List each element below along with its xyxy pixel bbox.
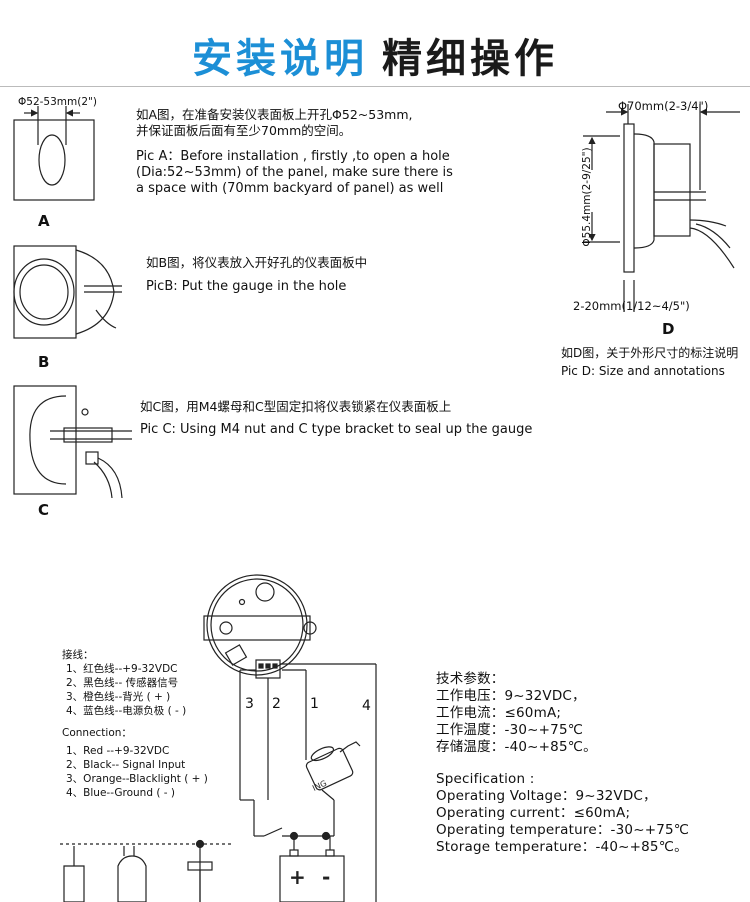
pic-a-cn-1: 如A图，在准备安装仪表面板上开孔Φ52~53mm, bbox=[136, 107, 413, 122]
pin-label-3: 3 bbox=[245, 696, 254, 712]
specs-cn-item-4: 存储温度：-40~+85℃。 bbox=[436, 739, 597, 755]
specs-en-item-3: Operating temperature：-30~+75℃ bbox=[436, 822, 690, 838]
pic-d-side-view-drawing bbox=[583, 104, 740, 312]
pic-b-cn: 如B图，将仪表放入开好孔的仪表面板中 bbox=[146, 255, 368, 270]
pic-a-panel-drawing bbox=[13, 106, 95, 201]
wiring-cn-item-3: 3、橙色线--背光 ( + ) bbox=[66, 691, 171, 703]
pic-c-label: C bbox=[38, 501, 50, 519]
page-title: 安装说明精细操作 bbox=[0, 26, 750, 84]
pic-c-bracket-drawing bbox=[13, 385, 132, 499]
wiring-en-item-2: 2、Black-- Signal Input bbox=[66, 759, 186, 771]
title-divider bbox=[0, 86, 750, 87]
pin-label-4: 4 bbox=[362, 698, 371, 714]
specs-en-item-1: Operating Voltage：9~32VDC， bbox=[436, 788, 657, 804]
specs-en-title: Specification : bbox=[436, 771, 535, 787]
title-blue: 安装说明 bbox=[192, 36, 368, 82]
pic-d-cn: 如D图，关于外形尺寸的标注说明 bbox=[561, 346, 739, 360]
battery-minus: - bbox=[322, 865, 330, 889]
wiring-cn-title: 接线： bbox=[62, 649, 94, 661]
specs-en-item-4: Storage temperature：-40~+85℃。 bbox=[436, 839, 688, 855]
pic-a-dimension: Φ52-53mm(2") bbox=[18, 96, 97, 108]
specs-cn-item-2: 工作电流：≤60mA; bbox=[436, 705, 562, 721]
pin-label-1: 1 bbox=[310, 696, 319, 712]
specs-en-item-2: Operating current：≤60mA; bbox=[436, 805, 631, 821]
title-black: 精细操作 bbox=[382, 36, 558, 82]
pic-a-en-1: Pic A：Before installation , firstly ,to … bbox=[136, 149, 450, 164]
pic-b-label: B bbox=[38, 353, 50, 371]
pic-b-en: PicB: Put the gauge in the hole bbox=[146, 279, 347, 294]
pic-a-label: A bbox=[38, 212, 50, 230]
pic-a-en-2: (Dia:52~53mm) of the panel, make sure th… bbox=[136, 165, 453, 180]
pic-d-dim-side: Φ55.4mm(2-9/25") bbox=[581, 147, 593, 247]
pic-a-en-3: a space with (70mm backyard of panel) as… bbox=[136, 181, 444, 196]
wiring-en-item-4: 4、Blue--Ground ( - ) bbox=[66, 787, 175, 799]
pic-d-dim-top: Φ70mm(2-3/4") bbox=[618, 99, 709, 113]
wiring-en-item-3: 3、Orange--Blacklight ( + ) bbox=[66, 773, 208, 785]
specs-cn-title: 技术参数： bbox=[436, 671, 505, 687]
pic-d-dim-bottom: 2-20mm(1/12~4/5") bbox=[573, 299, 690, 313]
pic-b-gauge-drawing bbox=[13, 245, 122, 339]
specs-cn-item-3: 工作温度：-30~+75℃ bbox=[436, 722, 584, 738]
wiring-en-item-1: 1、Red --+9-32VDC bbox=[66, 745, 170, 757]
wiring-cn-item-2: 2、黑色线-- 传感器信号 bbox=[66, 677, 179, 689]
wiring-en-title: Connection： bbox=[62, 727, 132, 739]
pic-d-label: D bbox=[662, 320, 675, 338]
pic-c-en: Pic C: Using M4 nut and C type bracket t… bbox=[140, 422, 533, 437]
pic-a-cn-2: 并保证面板后面有至少70mm的空间。 bbox=[136, 123, 352, 138]
battery-plus: + bbox=[289, 865, 306, 889]
wiring-diagram bbox=[60, 574, 377, 902]
pic-d-en: Pic D: Size and annotations bbox=[561, 364, 725, 378]
pic-c-cn: 如C图，用M4螺母和C型固定扣将仪表锁紧在仪表面板上 bbox=[140, 399, 452, 414]
specs-cn-item-1: 工作电压：9~32VDC， bbox=[436, 688, 586, 704]
pin-label-2: 2 bbox=[272, 696, 281, 712]
wiring-cn-item-4: 4、蓝色线--电源负极 ( - ) bbox=[66, 705, 187, 717]
wiring-cn-item-1: 1、红色线--+9-32VDC bbox=[66, 663, 178, 675]
